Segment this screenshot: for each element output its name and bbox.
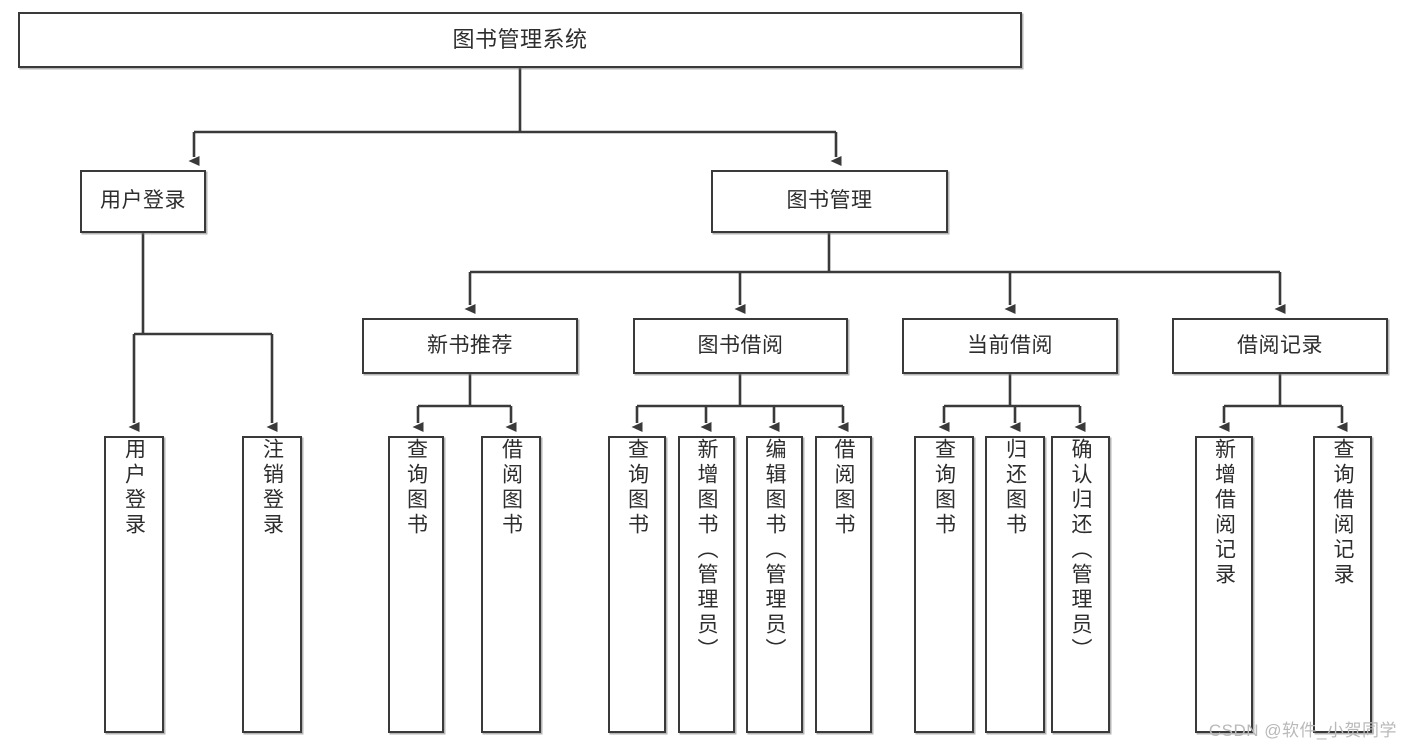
node-root[interactable]: 图书管理系统 xyxy=(18,12,1022,68)
leaf-query-book-3[interactable]: 查询图书 xyxy=(914,436,974,733)
leaf-query-book-2-label: 查询图书 xyxy=(625,438,649,538)
leaf-return-book[interactable]: 归还图书 xyxy=(985,436,1045,733)
node-new-book-rec[interactable]: 新书推荐 xyxy=(362,318,578,374)
leaf-query-book-1-label: 查询图书 xyxy=(404,438,428,538)
leaf-confirm-return[interactable]: 确认归还（管理员） xyxy=(1051,436,1110,733)
node-root-label: 图书管理系统 xyxy=(452,27,588,53)
node-current-borrow-label: 当前借阅 xyxy=(967,333,1053,357)
leaf-query-book-2[interactable]: 查询图书 xyxy=(608,436,666,733)
node-borrow-record-label: 借阅记录 xyxy=(1237,333,1323,357)
node-user-login-label: 用户登录 xyxy=(100,189,186,213)
leaf-logout-label: 注销登录 xyxy=(260,438,284,538)
leaf-user-login[interactable]: 用户登录 xyxy=(104,436,164,733)
leaf-borrow-book-2-label: 借阅图书 xyxy=(832,438,855,538)
leaf-query-record-label: 查询借阅记录 xyxy=(1331,438,1354,588)
watermark: CSDN @软件_小贺同学 xyxy=(1208,721,1397,740)
leaf-query-book-3-label: 查询图书 xyxy=(932,438,956,538)
node-book-borrow-label: 图书借阅 xyxy=(697,333,784,357)
leaf-add-record-label: 新增借阅记录 xyxy=(1212,438,1236,588)
leaf-add-book[interactable]: 新增图书（管理员） xyxy=(678,436,735,733)
leaf-query-book-1[interactable]: 查询图书 xyxy=(388,436,444,733)
node-new-book-rec-label: 新书推荐 xyxy=(427,333,513,357)
node-user-login[interactable]: 用户登录 xyxy=(80,170,206,233)
node-book-borrow[interactable]: 图书借阅 xyxy=(633,318,848,374)
leaf-edit-book[interactable]: 编辑图书（管理员） xyxy=(746,436,803,733)
node-book-manage-label: 图书管理 xyxy=(786,189,873,213)
leaf-borrow-book-1-label: 借阅图书 xyxy=(499,438,523,538)
leaf-borrow-book-2[interactable]: 借阅图书 xyxy=(815,436,872,733)
leaf-borrow-book-1[interactable]: 借阅图书 xyxy=(481,436,541,733)
leaf-confirm-return-label: 确认归还（管理员） xyxy=(1069,438,1092,663)
node-book-manage[interactable]: 图书管理 xyxy=(711,170,948,233)
leaf-edit-book-label: 编辑图书（管理员） xyxy=(763,438,786,663)
leaf-user-login-label: 用户登录 xyxy=(122,438,146,538)
leaf-add-record[interactable]: 新增借阅记录 xyxy=(1195,436,1253,733)
node-borrow-record[interactable]: 借阅记录 xyxy=(1172,318,1388,374)
node-current-borrow[interactable]: 当前借阅 xyxy=(902,318,1118,374)
leaf-query-record[interactable]: 查询借阅记录 xyxy=(1313,436,1372,733)
leaf-return-book-label: 归还图书 xyxy=(1003,438,1027,538)
leaf-logout[interactable]: 注销登录 xyxy=(242,436,302,733)
leaf-add-book-label: 新增图书（管理员） xyxy=(695,438,718,663)
